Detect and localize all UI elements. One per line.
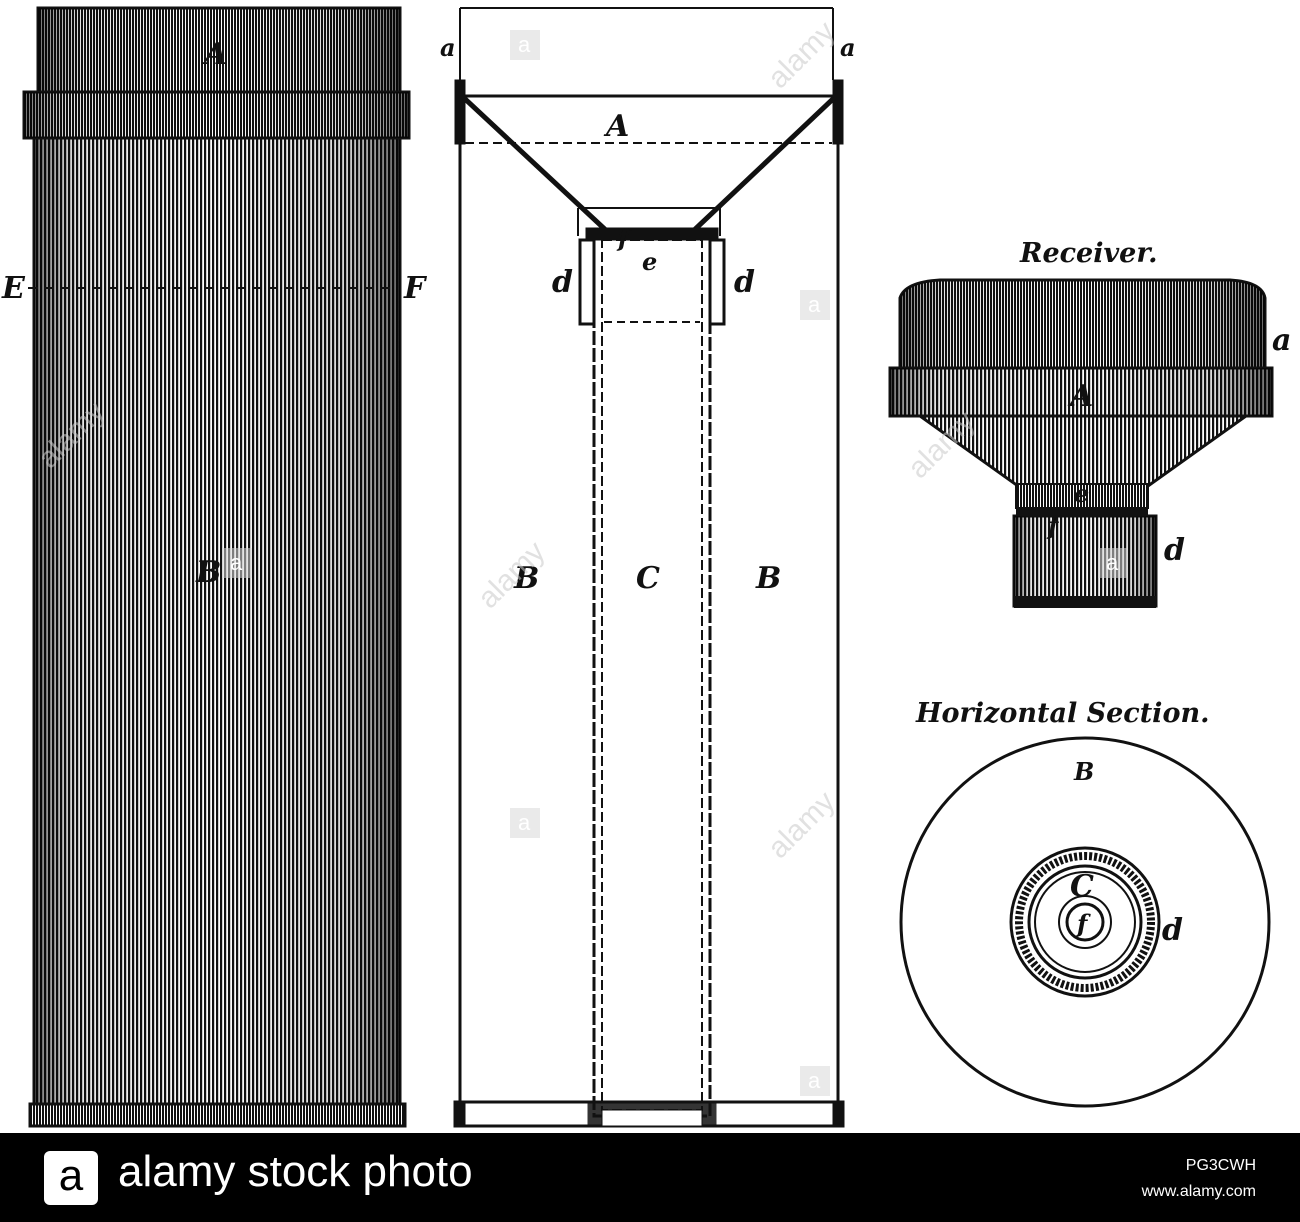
svg-text:a: a: [518, 32, 531, 57]
label-section-funnel: A: [603, 109, 629, 144]
inner-tube: [592, 230, 712, 1118]
funnel-wall-left: [462, 96, 612, 236]
outer-cylinder: A B E F: [1, 6, 428, 1128]
label-receiver-e: e: [1074, 479, 1089, 508]
alamy-logo: a: [44, 1151, 98, 1205]
horizontal-title: Horizontal Section.: [915, 698, 1209, 729]
ring-c: [1027, 864, 1143, 980]
svg-text:a: a: [518, 810, 531, 835]
label-horizontal-f: f: [1075, 909, 1091, 938]
label-section-a-right: a: [840, 33, 856, 62]
label-section-d-right: d: [734, 265, 755, 300]
footer-brand: alamy stock photo: [118, 1147, 473, 1196]
receiver-title: Receiver.: [1019, 238, 1158, 269]
label-outer-f: F: [403, 271, 428, 306]
sleeve-right: [708, 238, 726, 326]
label-outer-e: E: [1, 271, 26, 306]
label-receiver-f: f: [1046, 511, 1062, 540]
label-section-d-left: d: [552, 265, 573, 300]
ring-f: [1065, 902, 1105, 942]
label-outer-top: A: [201, 37, 227, 72]
label-receiver-d: d: [1164, 533, 1185, 568]
label-section-a-left: a: [440, 33, 456, 62]
label-receiver-a: a: [1272, 323, 1291, 358]
vertical-section-labels: a a A f e d d B C B: [440, 33, 856, 596]
svg-text:a: a: [808, 1068, 821, 1093]
funnel-wall-right: [688, 96, 836, 236]
label-receiver-A: A: [1067, 379, 1093, 414]
sleeve-left: [578, 238, 596, 326]
outer-circle: [899, 736, 1271, 1108]
svg-text:alamy: alamy: [762, 15, 842, 95]
horizontal-section: Horizontal Section. B C f d: [899, 698, 1271, 1108]
svg-text:a: a: [808, 292, 821, 317]
label-section-b-right: B: [755, 561, 781, 596]
svg-text:alamy: alamy: [762, 785, 842, 865]
svg-text:a: a: [230, 550, 243, 575]
label-section-b-left: B: [513, 561, 539, 596]
svg-text:alamy: alamy: [472, 535, 552, 615]
label-outer-body: B: [195, 555, 221, 590]
label-horizontal-d: d: [1162, 913, 1183, 948]
stock-footer-bar: a alamy stock photo PG3CWH www.alamy.com: [0, 1133, 1300, 1222]
label-horizontal-c: C: [1070, 869, 1094, 904]
outer-cylinder-foot: [28, 1102, 407, 1128]
footer-url: www.alamy.com: [1141, 1183, 1256, 1200]
vertical-section: [453, 7, 845, 1128]
label-horizontal-b: B: [1073, 757, 1094, 786]
label-section-f: f: [616, 223, 632, 252]
label-section-e: e: [642, 247, 657, 276]
svg-text:a: a: [1106, 550, 1119, 575]
footer-image-id: PG3CWH: [1185, 1157, 1256, 1174]
label-section-c: C: [636, 561, 660, 596]
receiver-view: Receiver. a A e f d: [888, 238, 1291, 608]
rain-gauge-diagram: A B E F: [1, 6, 1291, 1128]
ring-d: [1009, 846, 1161, 998]
